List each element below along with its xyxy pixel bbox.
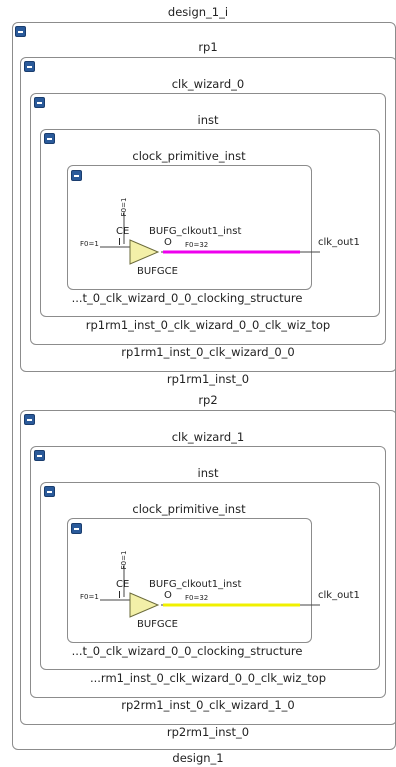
rp2-footer: rp2rm1_inst_0 (166, 725, 250, 739)
rp1-clk-out-label: clk_out1 (318, 237, 360, 248)
design-instance-title: design_1_i (167, 5, 229, 19)
collapse-rp2-clk-wizard-toggle-icon[interactable] (34, 450, 45, 461)
rp1-buffer-name: BUFG_clkout1_inst (149, 226, 242, 237)
rp1-inst-box[interactable] (40, 129, 380, 317)
rp1-clk-wizard-box[interactable] (30, 93, 386, 345)
collapse-rp2-clock-primitive-toggle-icon[interactable] (71, 523, 82, 534)
rp2-clock-primitive-title: clock_primitive_inst (132, 502, 246, 516)
rp1-clock-primitive-box[interactable] (67, 165, 312, 290)
rp2-ce-pin-label: CE (116, 579, 130, 590)
rp1-ce-pin-label: CE (116, 226, 130, 237)
rp2-inst-footer: ...rm1_inst_0_clk_wizard_0_0_clk_wiz_top (89, 671, 327, 685)
rp1-o-pin-label: O (164, 237, 172, 248)
collapse-design-toggle-icon[interactable] (15, 26, 26, 37)
rp1-clock-primitive-footer: ...t_0_clk_wizard_0_0_clocking_structure (71, 291, 303, 305)
rp1-i-pin-label: I (118, 237, 121, 248)
rp2-buffer-name: BUFG_clkout1_inst (149, 579, 242, 590)
rp1-inst-title: inst (197, 113, 219, 127)
design-title: design_1 (172, 751, 224, 765)
rp2-clock-primitive-footer: ...t_0_clk_wizard_0_0_clocking_structure (71, 644, 303, 658)
rp1-clk-wizard-title: clk_wizard_0 (171, 77, 245, 91)
rp1-footer: rp1rm1_inst_0 (166, 372, 250, 386)
collapse-rp1-inst-toggle-icon[interactable] (44, 133, 55, 144)
rp1-title: rp1 (198, 40, 218, 54)
rp1-box[interactable] (20, 57, 396, 372)
rp1-fo-out: F0=32 (185, 241, 209, 249)
rp2-clk-out-label: clk_out1 (318, 590, 360, 601)
rp2-bufgce-symbol[interactable] (129, 592, 160, 618)
rp1-fo-left: F0=1 (80, 240, 99, 248)
rp2-clock-primitive-box[interactable] (67, 518, 312, 643)
collapse-rp1-clock-primitive-toggle-icon[interactable] (71, 170, 82, 181)
rp2-fo-vertical: F0=1 (120, 550, 128, 570)
rp1-inst-footer: rp1rm1_inst_0_clk_wizard_0_0_clk_wiz_top (85, 318, 331, 332)
collapse-rp2-inst-toggle-icon[interactable] (44, 486, 55, 497)
collapse-rp1-toggle-icon[interactable] (24, 61, 35, 72)
rp1-clock-primitive-title: clock_primitive_inst (132, 149, 246, 163)
rp2-clk-wizard-footer: rp2rm1_inst_0_clk_wizard_1_0 (121, 698, 295, 712)
rp2-buffer-type: BUFGCE (137, 619, 178, 630)
rp2-clk-wizard-title: clk_wizard_1 (171, 430, 245, 444)
collapse-rp2-toggle-icon[interactable] (24, 414, 35, 425)
rp1-bufgce-symbol[interactable] (129, 239, 160, 265)
rp2-i-pin-label: I (118, 590, 121, 601)
rp2-o-pin-label: O (164, 590, 172, 601)
rp2-fo-left: F0=1 (80, 593, 99, 601)
rp2-fo-out: F0=32 (185, 594, 209, 602)
rp1-buffer-type: BUFGCE (137, 266, 178, 277)
rp1-clk-wizard-footer: rp1rm1_inst_0_clk_wizard_0_0 (121, 345, 295, 359)
rp2-clk-wizard-box[interactable] (30, 446, 386, 698)
rp2-title: rp2 (198, 393, 218, 407)
collapse-rp1-clk-wizard-toggle-icon[interactable] (34, 97, 45, 108)
rp2-box[interactable] (20, 410, 396, 725)
rp2-inst-title: inst (197, 466, 219, 480)
rp2-inst-box[interactable] (40, 482, 380, 670)
